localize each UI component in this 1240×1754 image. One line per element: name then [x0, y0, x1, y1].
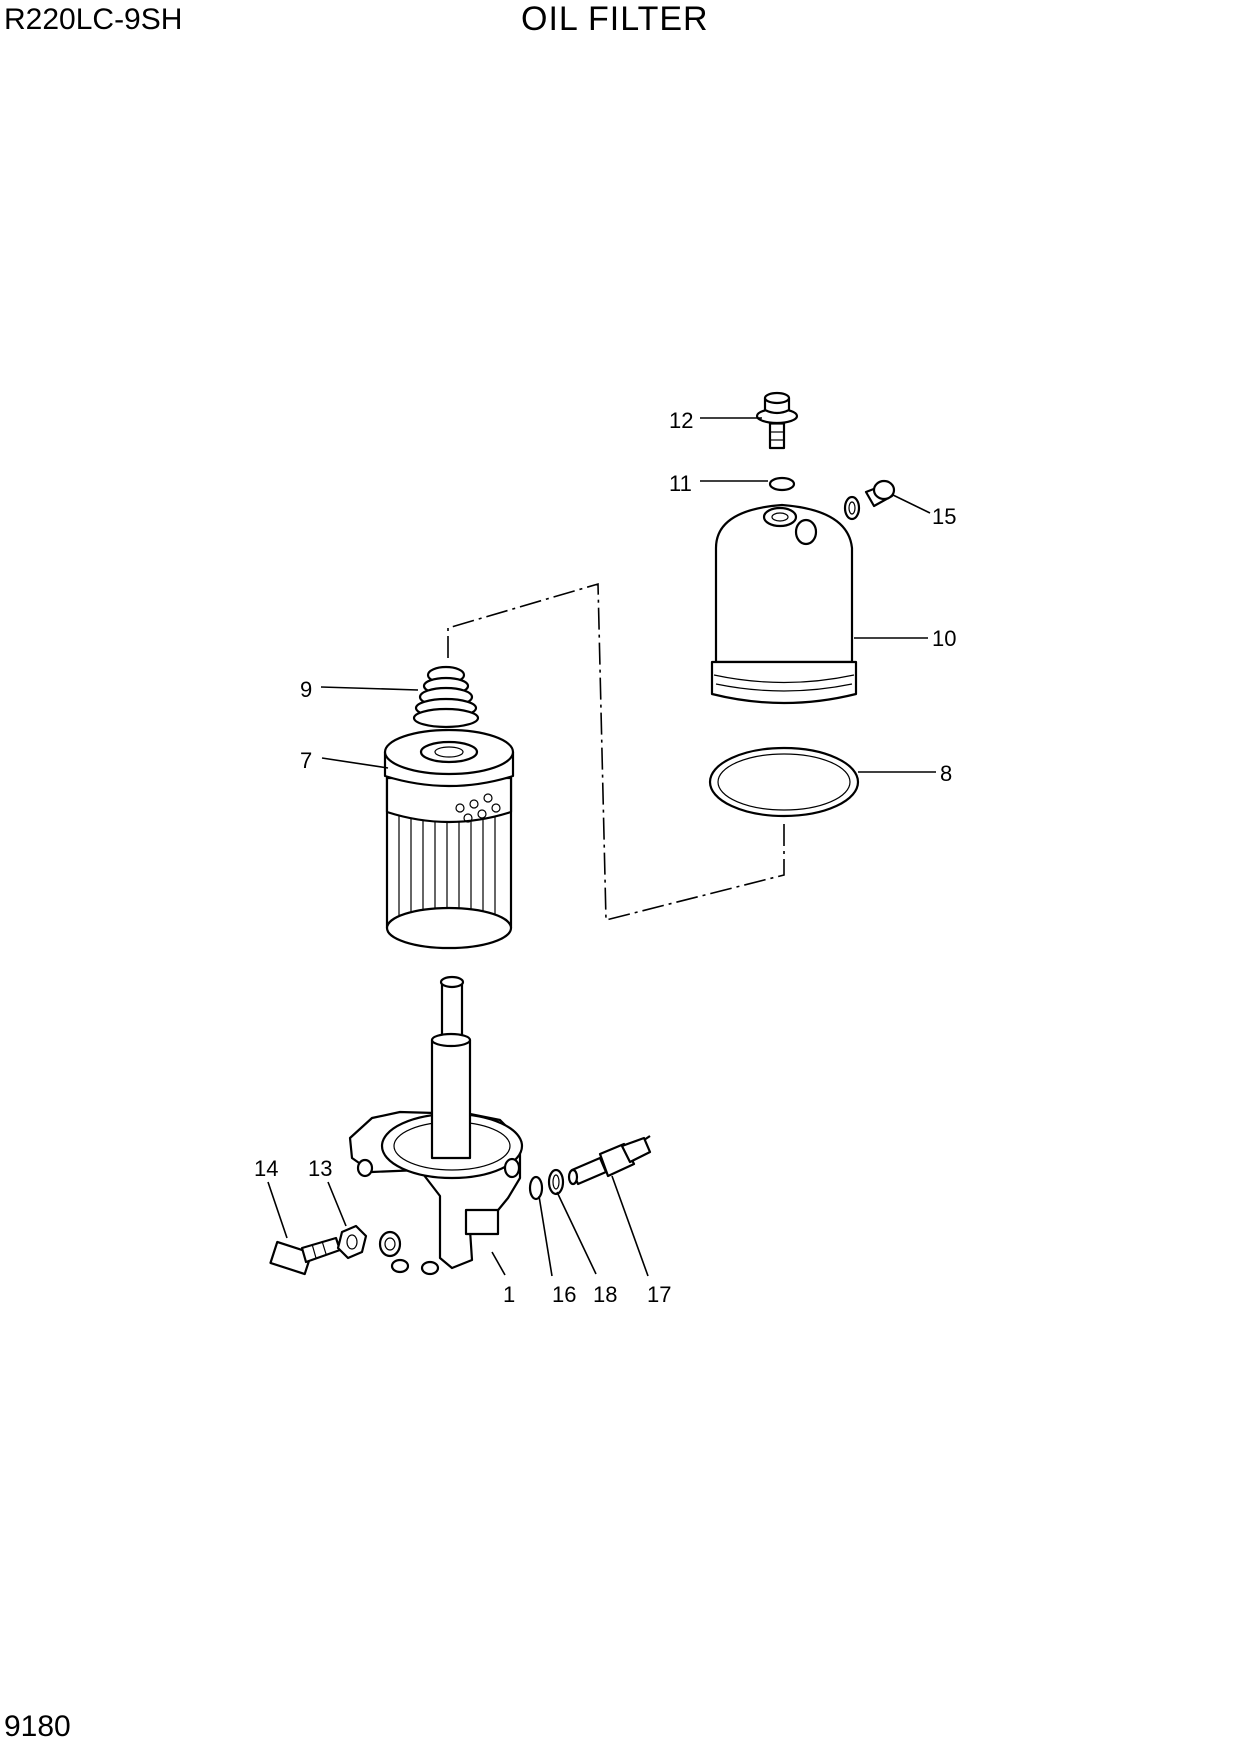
page-number: 9180 — [4, 1710, 71, 1743]
part-14-bolt — [269, 1236, 342, 1276]
part-13-nut — [336, 1224, 368, 1260]
part-1-filter-head — [348, 975, 524, 1276]
callout-14: 14 — [254, 1156, 278, 1181]
callout-17: 17 — [647, 1282, 671, 1307]
callout-15: 15 — [932, 504, 956, 529]
part-9-spring — [412, 665, 480, 729]
callout-13: 13 — [308, 1156, 332, 1181]
leader-lines — [267, 417, 936, 1277]
callout-9: 9 — [300, 677, 312, 702]
assembly-guide-line — [447, 582, 785, 922]
part-18-washer — [547, 1168, 565, 1196]
part-10-filter-case — [710, 503, 858, 705]
part-12-bolt — [755, 391, 799, 450]
part-15-drain-plug — [843, 479, 896, 521]
part-8-o-ring — [708, 746, 860, 818]
part-7-filter-element — [383, 728, 515, 950]
callout-7: 7 — [300, 748, 312, 773]
callout-11: 11 — [669, 471, 692, 496]
part-11-o-ring — [768, 476, 796, 492]
callout-16: 16 — [552, 1282, 576, 1307]
page-title: OIL FILTER — [521, 0, 709, 38]
callout-1: 1 — [503, 1282, 515, 1307]
model-code: R220LC-9SH — [4, 3, 183, 36]
callout-18: 18 — [593, 1282, 617, 1307]
callout-8: 8 — [940, 761, 952, 786]
callout-10: 10 — [932, 626, 956, 651]
callout-12: 12 — [669, 408, 693, 433]
part-16-o-ring — [528, 1175, 544, 1201]
part-17-sensor — [567, 1135, 652, 1186]
